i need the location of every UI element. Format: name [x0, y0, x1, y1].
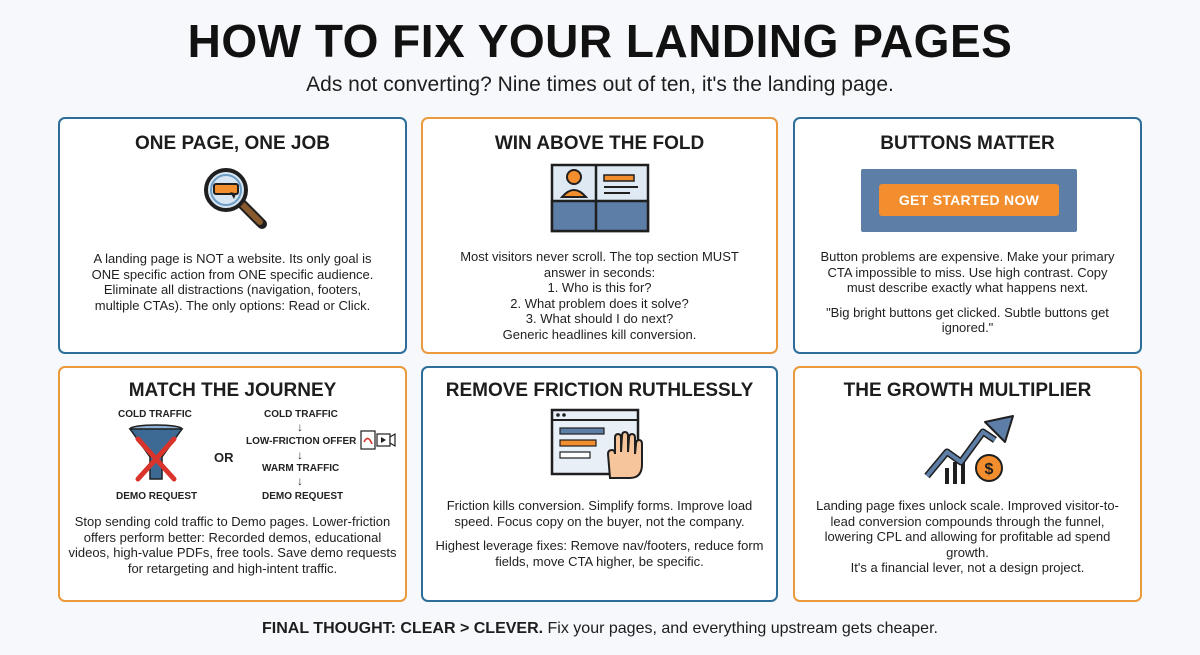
- growth-chart-icon: $: [924, 415, 1014, 484]
- or-label: OR: [214, 450, 234, 465]
- flow-arrow: ↓: [297, 420, 303, 434]
- cta-example-frame: GET STARTED NOW: [861, 169, 1077, 232]
- card-body: Stop sending cold traffic to Demo pages.…: [68, 514, 397, 576]
- flow-step-warm-traffic: WARM TRAFFIC: [262, 463, 340, 474]
- quote-text: "Big bright buttons get clicked. Subtle …: [826, 304, 1109, 336]
- card-title: THE GROWTH MULTIPLIER: [843, 380, 1092, 401]
- card-remove-friction: REMOVE FRICTION RUTHLESSLY Friction kill…: [421, 366, 778, 602]
- funnel-top-label: COLD TRAFFIC: [118, 409, 192, 420]
- card-title: BUTTONS MATTER: [880, 133, 1055, 154]
- card-body: A landing page is NOT a website. Its onl…: [91, 251, 374, 313]
- card-match-the-journey: MATCH THE JOURNEY COLD TRAFFIC DEMO REQU…: [58, 366, 407, 602]
- crossed-funnel-icon: [128, 424, 184, 482]
- card-body: Landing page fixes unlock scale. Improve…: [807, 498, 1128, 576]
- body-text-2: It's a financial lever, not a design pro…: [850, 560, 1085, 575]
- body-text-1: Landing page fixes unlock scale. Improve…: [816, 498, 1119, 560]
- flow-step-cold-traffic: COLD TRAFFIC: [264, 409, 338, 420]
- card-growth-multiplier: THE GROWTH MULTIPLIER $ Landing page fix…: [793, 366, 1142, 602]
- final-thought-rest: Fix your pages, and everything upstream …: [543, 620, 938, 637]
- card-one-page-one-job: ONE PAGE, ONE JOB A landing page is NOT …: [58, 117, 407, 354]
- card-win-above-the-fold: WIN ABOVE THE FOLD Most visitors never s…: [421, 117, 778, 354]
- flow-arrow: ↓: [297, 474, 303, 488]
- page-subtitle: Ads not converting? Nine times out of te…: [306, 73, 894, 96]
- pdf-video-icon: [360, 430, 396, 450]
- card-body: Button problems are expensive. Make your…: [813, 249, 1122, 336]
- card-title: WIN ABOVE THE FOLD: [494, 133, 705, 154]
- page-title: HOW TO FIX YOUR LANDING PAGES: [187, 15, 1013, 67]
- intro-text: Most visitors never scroll. The top sect…: [460, 249, 739, 280]
- card-title: ONE PAGE, ONE JOB: [135, 133, 330, 154]
- body-text: Button problems are expensive. Make your…: [820, 249, 1115, 295]
- body-text-2: Highest leverage fixes: Remove nav/foote…: [435, 538, 764, 569]
- card-body: Most visitors never scroll. The top sect…: [451, 249, 748, 342]
- get-started-button[interactable]: GET STARTED NOW: [879, 184, 1059, 216]
- question-1: 1. Who is this for?: [547, 280, 652, 295]
- card-title: MATCH THE JOURNEY: [128, 380, 337, 401]
- currency-symbol: $: [985, 461, 994, 478]
- card-buttons-matter: BUTTONS MATTER GET STARTED NOW Button pr…: [793, 117, 1142, 354]
- final-thought-bold: FINAL THOUGHT: CLEAR > CLEVER.: [262, 620, 544, 637]
- outro-text: Generic headlines kill conversion.: [502, 326, 697, 342]
- wireframe-icon: [550, 163, 650, 233]
- card-body: Friction kills conversion. Simplify form…: [433, 498, 766, 569]
- funnel-bottom-label: DEMO REQUEST: [116, 491, 198, 502]
- magnifier-icon: [204, 168, 267, 229]
- question-3: 3. What should I do next?: [525, 311, 674, 326]
- final-thought: FINAL THOUGHT: CLEAR > CLEVER. Fix your …: [0, 620, 1200, 638]
- flow-step-demo-request: DEMO REQUEST: [262, 491, 344, 502]
- card-title: REMOVE FRICTION RUTHLESSLY: [445, 380, 754, 401]
- flow-arrow: ↓: [297, 448, 303, 462]
- body-text-1: Friction kills conversion. Simplify form…: [446, 498, 753, 529]
- flow-step-low-friction-offer: LOW-FRICTION OFFER: [246, 436, 357, 447]
- question-2: 2. What problem does it solve?: [510, 295, 689, 311]
- form-hand-icon: [550, 408, 643, 479]
